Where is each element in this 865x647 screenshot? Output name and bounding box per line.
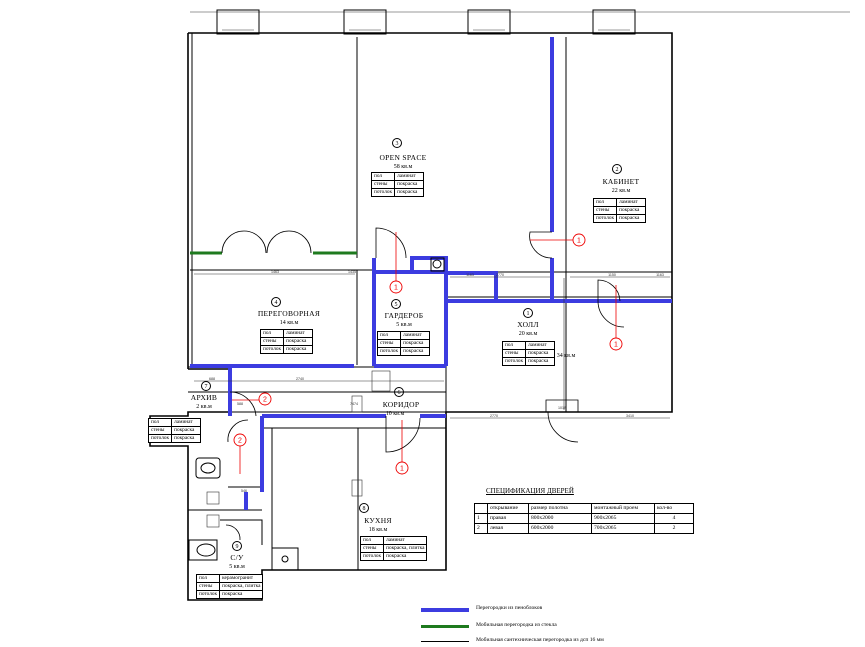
dimension-label: 1163: [656, 273, 664, 277]
svg-text:2: 2: [263, 397, 267, 404]
svg-text:18 кв.м: 18 кв.м: [369, 527, 388, 533]
room-cabinet: 2 КАБИНЕТ 22 кв.м: [603, 164, 640, 194]
table-row: открывание размер полотна монтажный прое…: [474, 503, 694, 514]
svg-text:ХОЛЛ: ХОЛЛ: [517, 320, 538, 329]
svg-text:5 кв.м: 5 кв.м: [229, 564, 245, 570]
svg-text:1: 1: [394, 285, 398, 292]
legend-label: Мобильная сантехническая перегородка из …: [476, 637, 604, 643]
door-spec-title: СПЕЦИФИКАЦИЯ ДВЕРЕЙ: [486, 487, 574, 495]
window-bays: [190, 9, 850, 35]
door-spec-table: открывание размер полотна монтажный прое…: [474, 503, 694, 534]
dimension-lines: [194, 273, 670, 419]
svg-text:1: 1: [614, 342, 618, 349]
door-marker: 1: [395, 420, 409, 475]
legend-label: Перегородки из пеноблоков: [476, 605, 543, 611]
dimension-label: 3410: [626, 414, 634, 418]
dimension-label: 688: [209, 377, 215, 381]
dimension-label: 1150: [608, 273, 616, 277]
svg-text:5: 5: [395, 302, 398, 308]
dimension-label: 2740: [296, 377, 304, 381]
room-open-space: 3 OPEN SPACE 58 кв.м: [379, 138, 426, 170]
dimension-label: 2770: [496, 273, 504, 277]
dimension-label: 1163: [466, 273, 474, 277]
double-doors: [221, 230, 312, 254]
door-marker: 2: [233, 433, 247, 474]
svg-text:20 кв.м: 20 кв.м: [519, 331, 538, 337]
legend-swatch-foam-block: [421, 608, 469, 612]
room-hall: 1 ХОЛЛ 20 кв.м 34 кв.м: [517, 308, 576, 359]
door-marker: 1: [609, 285, 623, 351]
room-meeting: 4 ПЕРЕГОВОРНАЯ 14 кв.м: [258, 297, 320, 326]
svg-text:КУХНЯ: КУХНЯ: [364, 516, 392, 525]
svg-text:КОРИДОР: КОРИДОР: [383, 400, 420, 409]
svg-text:КАБИНЕТ: КАБИНЕТ: [603, 177, 640, 186]
svg-text:9: 9: [236, 544, 239, 550]
svg-text:8: 8: [363, 506, 366, 512]
svg-text:ПЕРЕГОВОРНАЯ: ПЕРЕГОВОРНАЯ: [258, 309, 320, 318]
room-archive: 7 АРХИВ 2 кв.м: [191, 381, 217, 410]
svg-text:3: 3: [396, 141, 399, 147]
svg-text:22 кв.м: 22 кв.м: [612, 188, 631, 194]
svg-text:1: 1: [577, 238, 581, 245]
svg-text:34 кв.м: 34 кв.м: [557, 353, 576, 359]
table-row: 2 левая 600х2000 700х2065 2: [474, 523, 694, 534]
svg-text:2: 2: [616, 167, 619, 173]
dimension-label: 546: [241, 489, 247, 493]
room-kitchen: 8 КУХНЯ 18 кв.м: [359, 503, 392, 533]
door-marker: 1: [530, 233, 586, 247]
svg-text:7: 7: [205, 384, 208, 390]
svg-text:ГАРДЕРОБ: ГАРДЕРОБ: [385, 311, 424, 320]
svg-text:10 кв.м: 10 кв.м: [386, 411, 405, 417]
dimension-label: 588: [237, 402, 243, 406]
table-row: 1 правая 800х2000 900х2065 4: [474, 513, 694, 524]
door-marker: 1: [389, 232, 403, 294]
fixtures: [188, 257, 445, 571]
svg-text:1: 1: [527, 311, 530, 317]
svg-text:2 кв.м: 2 кв.м: [196, 404, 212, 410]
single-doors: [225, 227, 625, 541]
dimension-label: 2770: [490, 414, 498, 418]
svg-text:С/У: С/У: [230, 553, 244, 562]
svg-text:4: 4: [275, 300, 278, 306]
legend-swatch-glass: [421, 625, 469, 628]
legend-label: Мобильная перегородка из стекла: [476, 622, 557, 628]
svg-text:14 кв.м: 14 кв.м: [280, 320, 299, 326]
legend-swatch-sanitary: [421, 641, 469, 642]
foam-block-partitions: [190, 37, 672, 510]
dimension-label: 1435: [348, 270, 356, 274]
svg-text:1: 1: [400, 466, 404, 473]
svg-text:АРХИВ: АРХИВ: [191, 393, 217, 402]
room-corridor: 6 КОРИДОР 10 кв.м: [383, 387, 420, 417]
svg-text:58 кв.м: 58 кв.м: [394, 164, 413, 170]
svg-text:6: 6: [398, 390, 401, 396]
room-wardrobe: 5 ГАРДЕРОБ 5 кв.м: [385, 299, 424, 328]
svg-text:OPEN SPACE: OPEN SPACE: [379, 153, 426, 162]
dimension-label: 7474: [350, 402, 358, 406]
svg-text:2: 2: [238, 438, 242, 445]
dimension-label: 1018: [558, 406, 566, 410]
dimension-label: 1463: [271, 270, 279, 274]
room-wc: 9 С/У 5 кв.м: [229, 541, 245, 570]
door-marker: 2: [232, 392, 272, 406]
svg-text:5 кв.м: 5 кв.м: [396, 322, 412, 328]
